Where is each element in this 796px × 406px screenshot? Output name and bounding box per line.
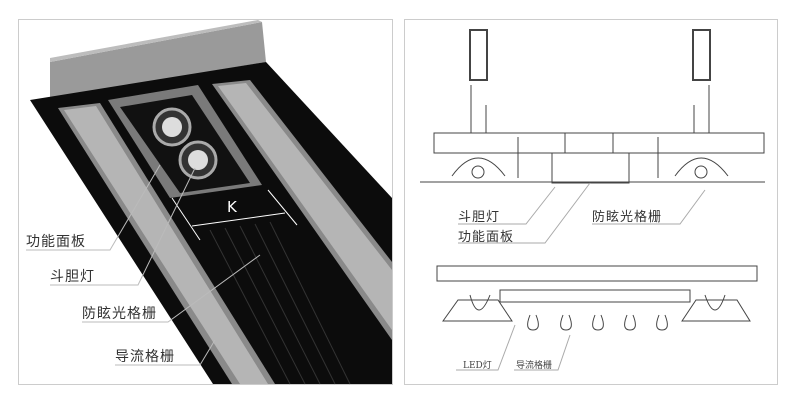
label-led-light: LED灯 <box>463 361 492 371</box>
right-leaders <box>456 182 706 371</box>
fixture-render <box>26 20 392 385</box>
label-spotlight-section: 斗胆灯 <box>458 210 501 225</box>
housing-top <box>50 22 266 98</box>
label-anti-glare-grille: 防眩光格栅 <box>82 306 157 322</box>
label-anti-glare-grille-section: 防眩光格栅 <box>592 210 663 225</box>
section-drawing <box>420 29 765 331</box>
right-louver <box>212 80 392 340</box>
label-function-panel: 功能面板 <box>26 234 86 250</box>
label-spotlight: 斗胆灯 <box>50 269 95 285</box>
label-flow-grille-elevation: 导流格栅 <box>516 361 553 371</box>
dimension-marker: K <box>227 198 238 216</box>
label-flow-grille: 导流格栅 <box>115 349 175 365</box>
label-function-panel-section: 功能面板 <box>458 230 515 245</box>
right-panel-frame <box>404 19 778 385</box>
